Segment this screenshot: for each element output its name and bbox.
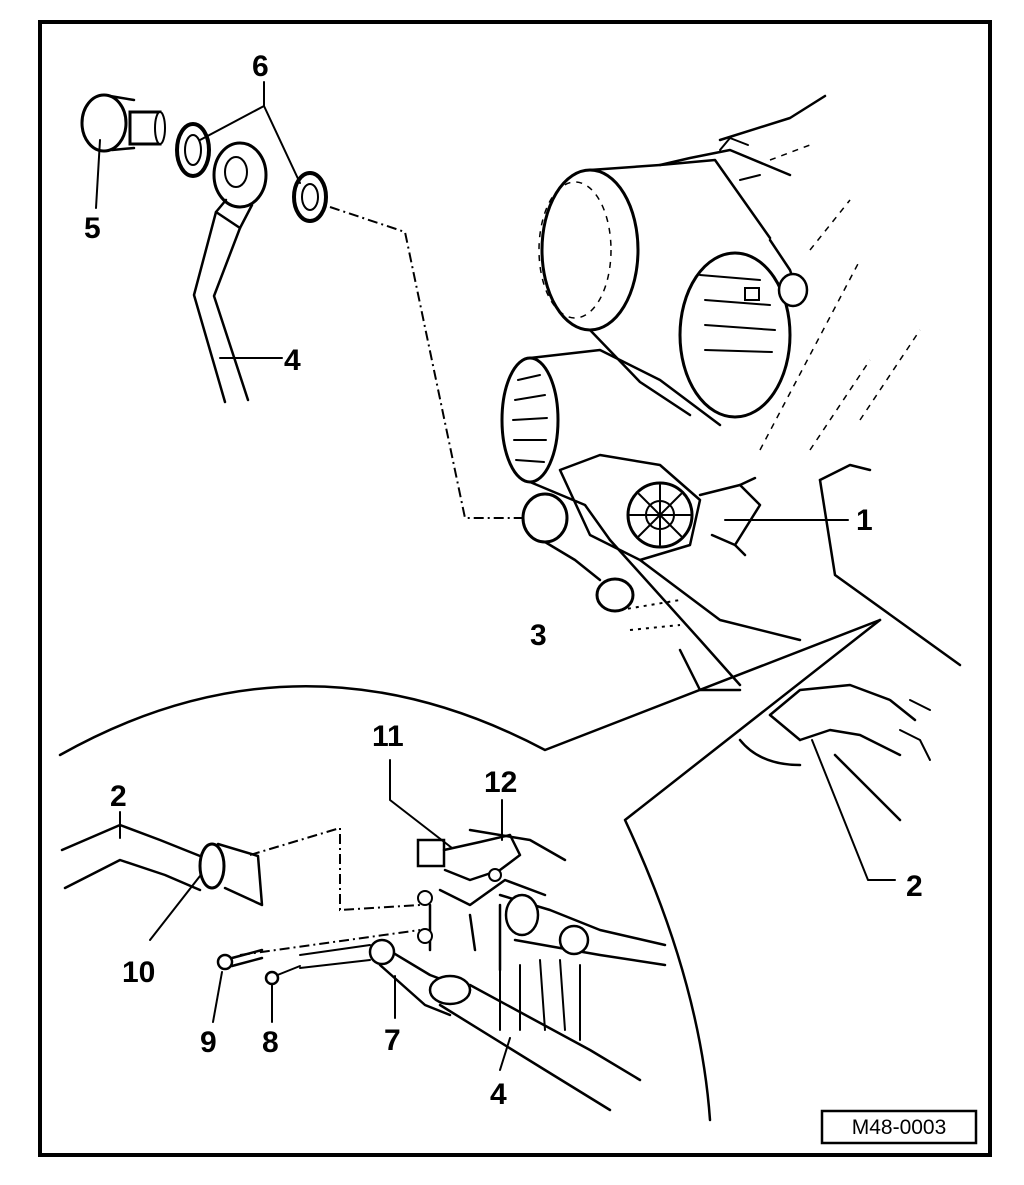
callout-3: 3 bbox=[530, 619, 547, 652]
bolt-9 bbox=[216, 948, 264, 971]
engine-edge-top-right bbox=[818, 463, 872, 482]
callout-5-leader bbox=[95, 139, 101, 209]
assembly-line-upper bbox=[329, 206, 530, 519]
banjo-bolt-part-5 bbox=[80, 93, 166, 153]
callout-11: 11 bbox=[372, 720, 404, 753]
callout-4-leader-bottom bbox=[499, 1037, 511, 1071]
callout-9-leader bbox=[212, 971, 223, 1023]
power-steering-pump bbox=[500, 348, 762, 613]
bolt-8 bbox=[264, 970, 280, 986]
pressure-hose-top bbox=[192, 210, 250, 404]
callout-5: 5 bbox=[84, 212, 101, 245]
detail-arc-right bbox=[623, 618, 882, 1122]
callout-4-top: 4 bbox=[284, 344, 301, 377]
callout-8: 8 bbox=[262, 1026, 279, 1059]
banjo-fitting bbox=[212, 141, 268, 230]
pump-bracket bbox=[608, 538, 802, 692]
figure-code-box: M48-0003 bbox=[820, 1109, 978, 1145]
callout-1: 1 bbox=[856, 504, 873, 537]
callout-9: 9 bbox=[200, 1026, 217, 1059]
engine-outline-top bbox=[718, 94, 827, 142]
callout-2-right: 2 bbox=[906, 870, 923, 903]
detail-arc-top bbox=[58, 618, 882, 757]
return-hose-lower bbox=[60, 823, 264, 907]
return-hose-upper bbox=[768, 683, 931, 822]
alternator bbox=[538, 137, 809, 419]
bracket-assembly bbox=[416, 828, 667, 1041]
detail-arc-inner bbox=[738, 738, 802, 767]
callout-6-leader bbox=[199, 81, 301, 184]
callout-7: 7 bbox=[384, 1024, 401, 1057]
pressure-hose-lower bbox=[269, 938, 642, 1112]
sealing-ring-right bbox=[292, 171, 328, 223]
figure-code: M48-0003 bbox=[852, 1116, 947, 1139]
callout-10-leader bbox=[149, 875, 201, 941]
callout-2-left: 2 bbox=[110, 780, 127, 813]
callout-2-leader-right bbox=[811, 739, 896, 881]
engine-edge-right bbox=[818, 478, 962, 667]
callout-6: 6 bbox=[252, 50, 269, 83]
callout-10: 10 bbox=[122, 956, 155, 989]
callout-4-bottom: 4 bbox=[490, 1078, 507, 1111]
assembly-line-lower bbox=[249, 826, 421, 912]
diagram-frame bbox=[38, 20, 992, 1157]
sealing-ring-left bbox=[175, 122, 211, 178]
callout-12: 12 bbox=[484, 766, 517, 799]
callout-11-leader bbox=[389, 759, 453, 849]
